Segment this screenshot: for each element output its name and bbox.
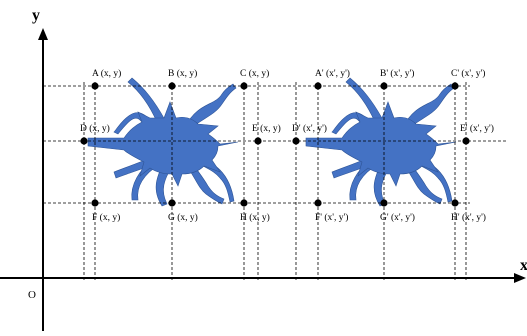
point-label-f: F (x, y) (92, 212, 120, 223)
point-e-prime (462, 137, 470, 145)
point-f (91, 199, 99, 207)
point-a (91, 82, 99, 90)
point-f-prime (314, 199, 322, 207)
point-b (168, 82, 176, 90)
point-label-b: B (x, y) (168, 68, 197, 79)
point-label-b-prime: B' (x', y') (380, 68, 414, 79)
point-c (240, 82, 248, 90)
point-h (240, 199, 248, 207)
x-axis-arrow (514, 273, 526, 283)
original-creature-shape (87, 77, 239, 207)
point-label-a-prime: A' (x', y') (315, 68, 350, 79)
point-label-g: G (x, y) (168, 212, 198, 223)
point-b-prime (380, 82, 388, 90)
translated-creature-shape (305, 77, 457, 207)
y-axis-label: y (32, 7, 40, 24)
point-label-e: E (x, y) (252, 123, 281, 134)
point-label-g-prime: G' (x', y') (380, 212, 415, 223)
point-e (254, 137, 262, 145)
point-label-f-prime: F' (x', y') (315, 212, 348, 223)
point-d-prime (292, 137, 300, 145)
point-label-d-prime: D' (x', y') (292, 123, 327, 134)
point-label-h: H (x, y) (240, 212, 270, 223)
y-axis-arrow (38, 28, 48, 40)
point-label-c: C (x, y) (240, 68, 269, 79)
origin-label: O (28, 289, 36, 301)
point-d (80, 137, 88, 145)
point-label-c-prime: C' (x', y') (451, 68, 485, 79)
point-label-h-prime: H' (x', y') (451, 212, 486, 223)
point-a-prime (314, 82, 322, 90)
point-label-e-prime: E' (x', y') (460, 123, 494, 134)
x-axis-label: x (520, 257, 527, 274)
point-c-prime (451, 82, 459, 90)
point-g (168, 199, 176, 207)
point-label-a: A (x, y) (92, 68, 121, 79)
point-h-prime (451, 199, 459, 207)
point-g-prime (380, 199, 388, 207)
point-label-d: D (x, y) (80, 123, 110, 134)
